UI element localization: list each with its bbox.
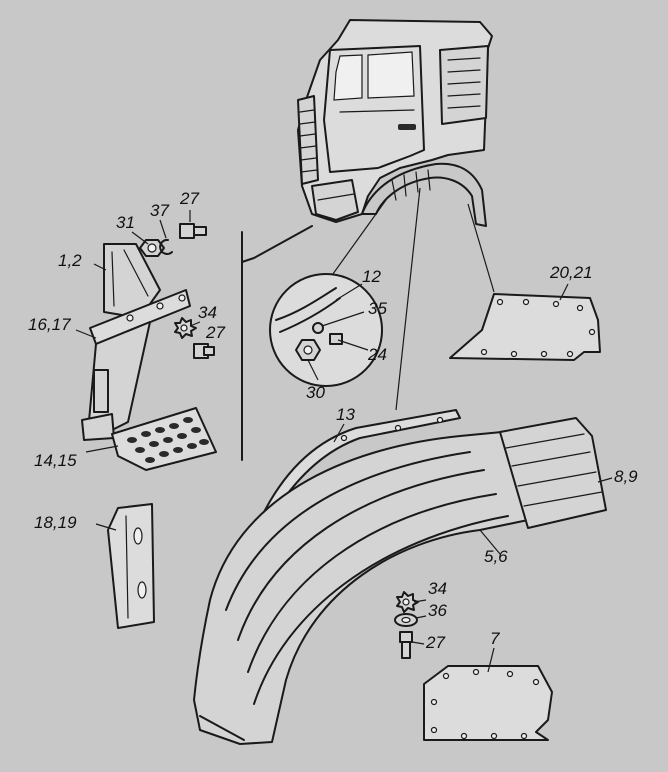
- callout-30: 30: [306, 383, 325, 402]
- callout-14-15: 14,15: [34, 451, 77, 470]
- mud-flap-lower: [423, 665, 553, 741]
- callout-labels: 27 37 31 1,2 16,17 34 27 14,15 12 35 24 …: [28, 189, 638, 652]
- detail-view-circle: [269, 273, 383, 387]
- callout-27-upper: 27: [179, 189, 199, 208]
- callout-36: 36: [428, 601, 447, 620]
- side-bracket: [107, 503, 155, 629]
- truck-cab-illustration: [297, 19, 493, 227]
- callout-5-6: 5,6: [484, 547, 508, 566]
- callout-16-17: 16,17: [28, 315, 71, 334]
- callout-20-21: 20,21: [549, 263, 593, 282]
- mud-flap-upper: [449, 293, 601, 361]
- main-fender-panel: [193, 431, 529, 745]
- fasteners-upper-left: [139, 223, 207, 257]
- callout-8-9: 8,9: [614, 467, 638, 486]
- callout-34-left: 34: [198, 303, 217, 322]
- fasteners-mid-left: [174, 317, 215, 359]
- callout-34-lower: 34: [428, 579, 447, 598]
- callout-leader-lines: [75, 210, 613, 673]
- callout-27-left: 27: [205, 323, 225, 342]
- step-tread-holes: [127, 417, 209, 463]
- fender-extension-panel: [499, 417, 607, 529]
- callout-27-lower: 27: [425, 633, 445, 652]
- callout-37: 37: [150, 201, 169, 220]
- callout-7: 7: [490, 629, 500, 648]
- callout-18-19: 18,19: [34, 513, 77, 532]
- step-bracket-assembly: [81, 243, 217, 471]
- callout-13: 13: [336, 405, 355, 424]
- callout-12: 12: [362, 267, 381, 286]
- callout-31: 31: [116, 213, 135, 232]
- callout-24: 24: [367, 345, 387, 364]
- callout-1-2: 1,2: [58, 251, 82, 270]
- fender-mounting-strip: [261, 409, 461, 521]
- callout-35: 35: [368, 299, 387, 318]
- fasteners-lower-center: [394, 591, 419, 659]
